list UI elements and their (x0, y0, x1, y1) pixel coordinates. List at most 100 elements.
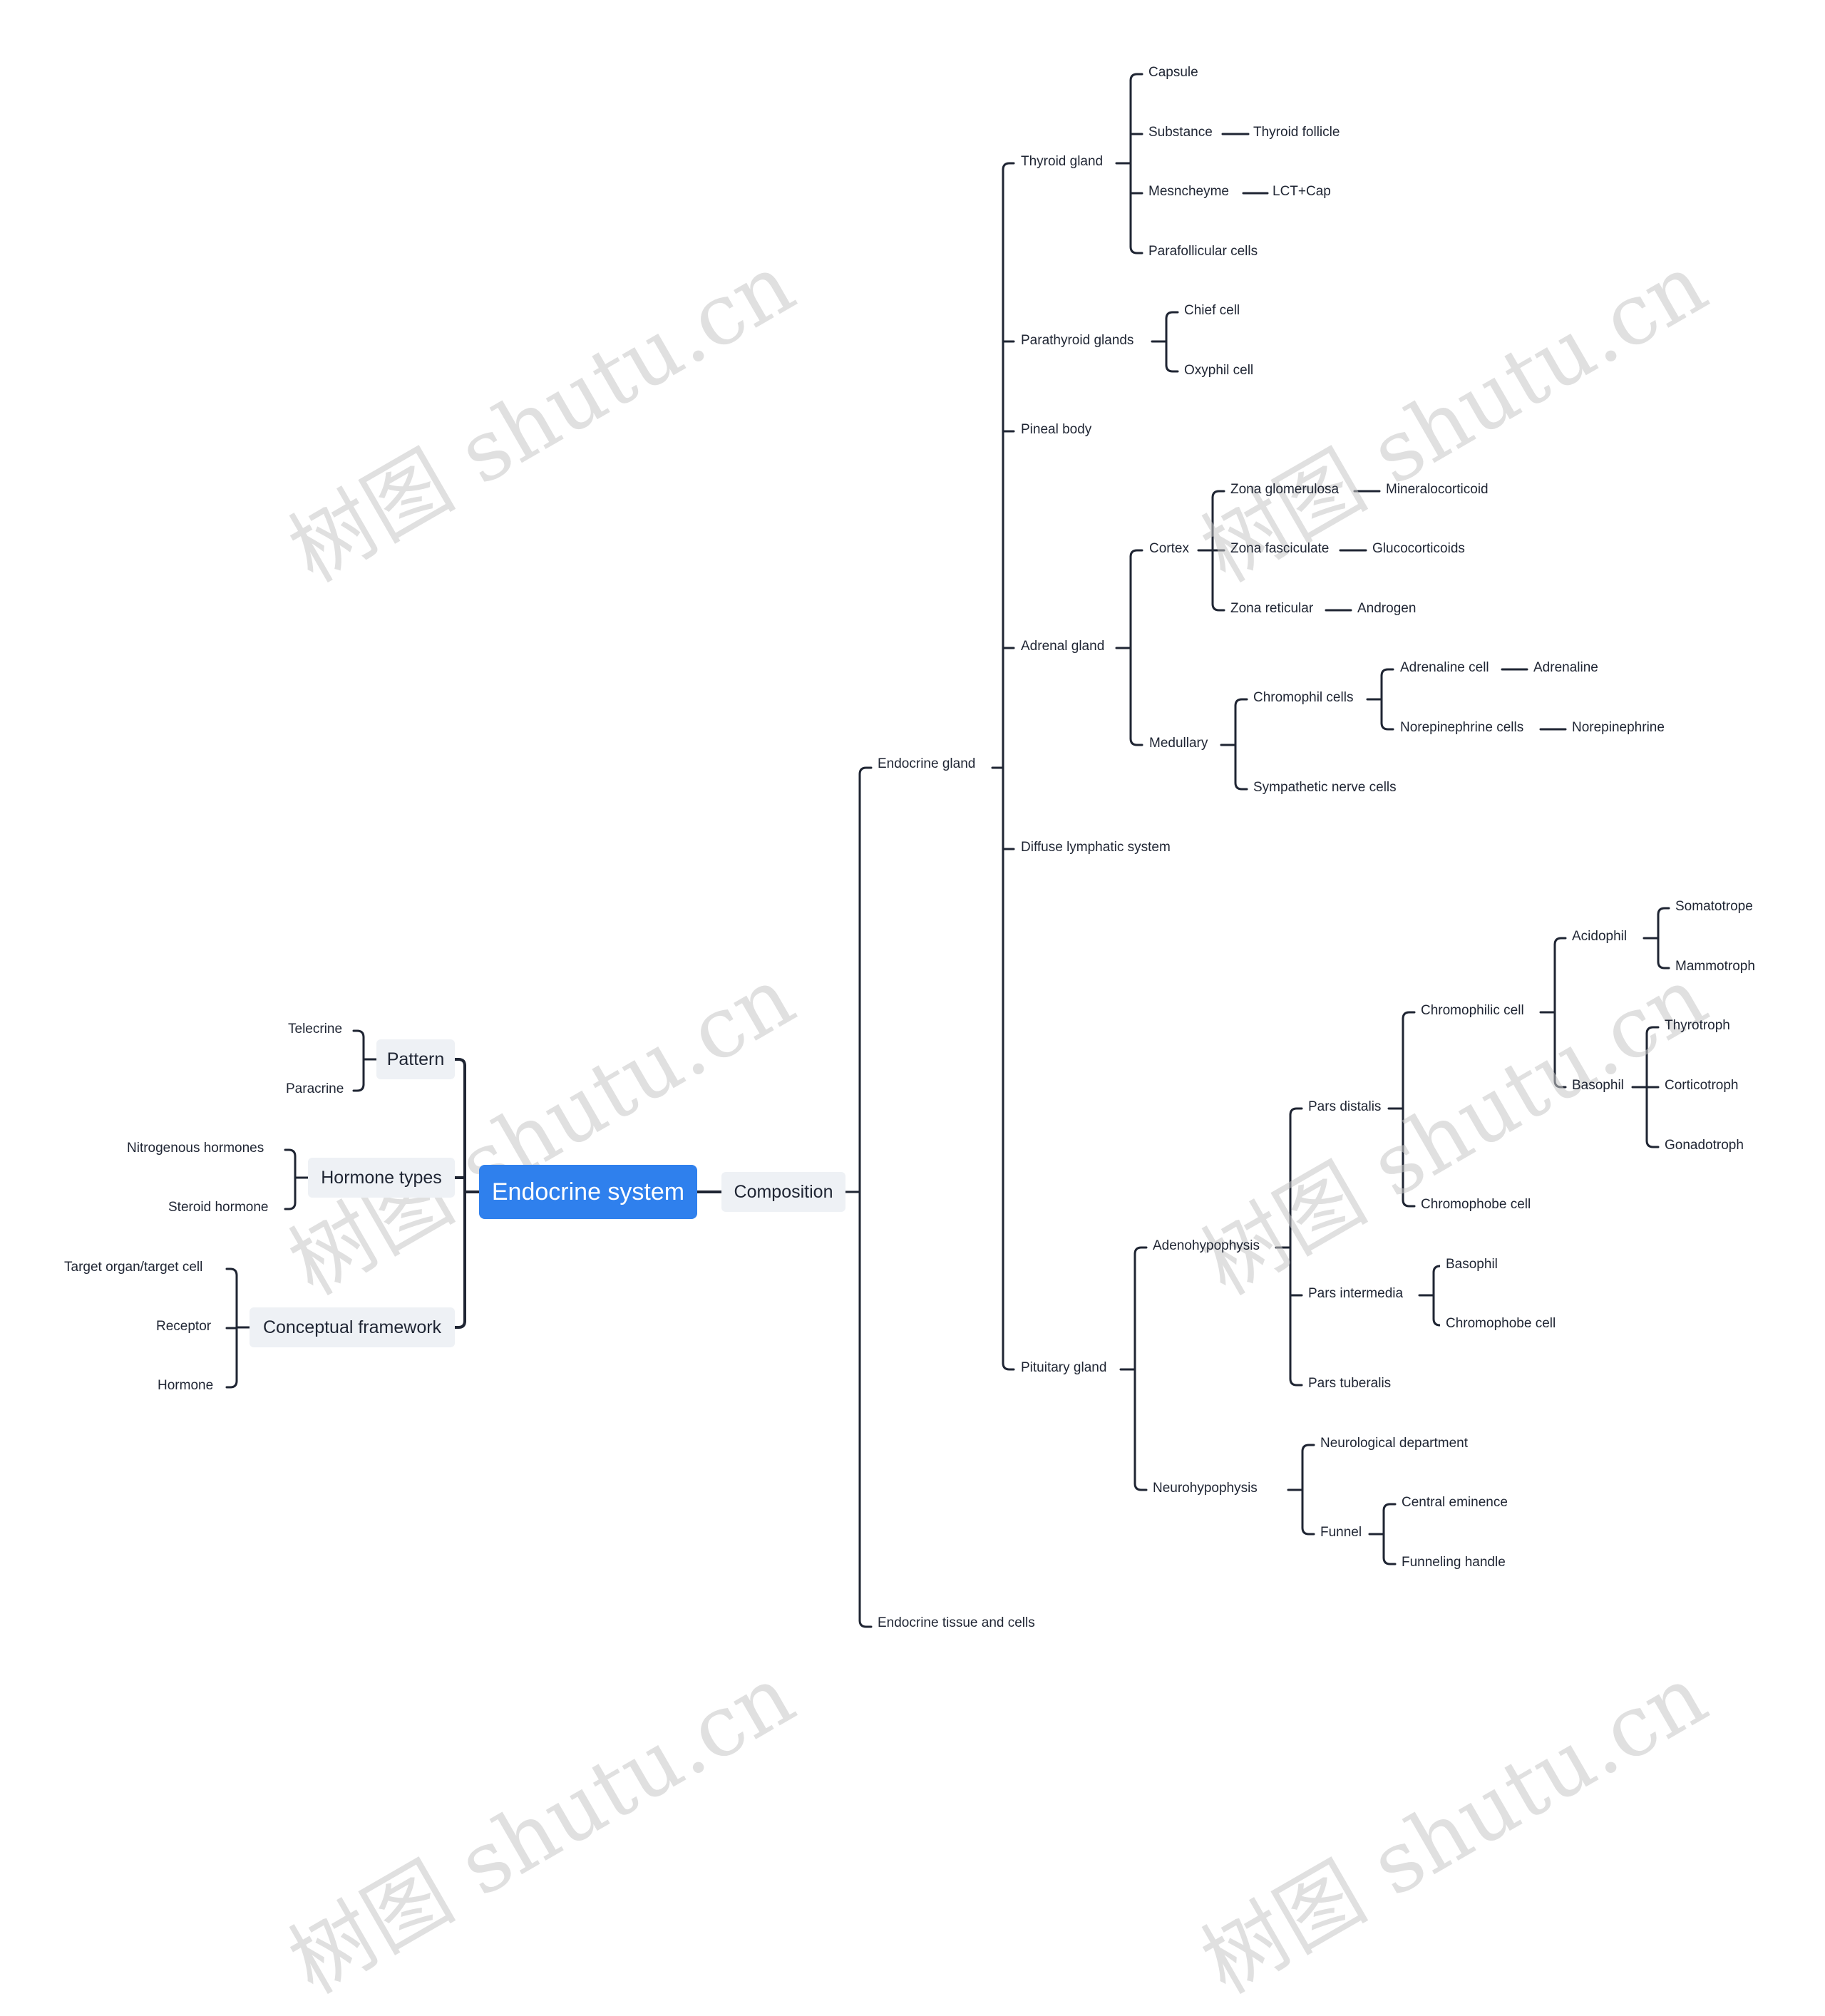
endocrine-tissue-node[interactable]: Endocrine tissue and cells (878, 1615, 1035, 1630)
telecrine-node[interactable]: Telecrine (288, 1022, 343, 1037)
medullary-node[interactable]: Medullary (1149, 736, 1208, 751)
connector-line (352, 1083, 365, 1092)
connector-line (1133, 1246, 1148, 1255)
connector-line (1301, 1444, 1315, 1453)
cortex-node[interactable]: Cortex (1149, 541, 1189, 556)
connector-line (1432, 1265, 1441, 1274)
glucocorticoids-node[interactable]: Glucocorticoids (1372, 541, 1465, 556)
connector-line (1402, 1011, 1416, 1020)
hormone-types-node[interactable]: Hormone types (308, 1158, 455, 1198)
thyrotroph-node[interactable]: Thyrotroph (1665, 1018, 1730, 1033)
mesncheyme-node[interactable]: Mesncheyme (1148, 184, 1229, 199)
conceptual-framework-node[interactable]: Conceptual framework (250, 1307, 455, 1347)
connector-line (1289, 1377, 1303, 1387)
zona-fasciculate-node[interactable]: Zona fasciculate (1230, 541, 1330, 556)
chromophil-cells-node[interactable]: Chromophil cells (1253, 690, 1354, 705)
pars-tuberalis-node[interactable]: Pars tuberalis (1308, 1376, 1392, 1391)
endocrine-gland-node[interactable]: Endocrine gland (878, 756, 976, 771)
connector-line (453, 1320, 466, 1329)
connector-line (1553, 937, 1567, 946)
connector-line (1002, 162, 1015, 171)
connector-line (284, 1201, 297, 1210)
oxyphil-cell-node[interactable]: Oxyphil cell (1184, 363, 1254, 378)
connector-line (1211, 490, 1225, 499)
connector-line (1657, 907, 1670, 916)
connector-line (1645, 1026, 1660, 1035)
connector-line (284, 1148, 297, 1158)
chief-cell-node[interactable]: Chief cell (1184, 303, 1240, 318)
chromophilic-cell-node[interactable]: Chromophilic cell (1421, 1003, 1524, 1018)
connector-line (352, 1029, 365, 1039)
connector-line (1129, 737, 1143, 746)
norepinephrine-cells-node[interactable]: Norepinephrine cells (1400, 720, 1524, 735)
parafollicular-cells-node[interactable]: Parafollicular cells (1148, 244, 1258, 259)
somatotrope-node[interactable]: Somatotrope (1675, 899, 1753, 914)
gonadotroph-node[interactable]: Gonadotroph (1665, 1138, 1744, 1153)
chromophobe-cell-node[interactable]: Chromophobe cell (1421, 1197, 1531, 1212)
pars-intermedia-node[interactable]: Pars intermedia (1308, 1286, 1404, 1301)
composition-node[interactable]: Composition (721, 1172, 845, 1212)
connector-line (1165, 364, 1179, 373)
substance-node[interactable]: Substance (1148, 125, 1213, 140)
connector-line (1432, 1317, 1441, 1327)
connector-line (1129, 549, 1143, 558)
connector-line (1165, 311, 1179, 320)
adrenaline-cell-node[interactable]: Adrenaline cell (1400, 660, 1489, 675)
connector-line (1380, 668, 1394, 677)
connector-line (453, 1058, 466, 1067)
connector-line (1657, 960, 1670, 970)
adrenaline-node[interactable]: Adrenaline (1533, 660, 1598, 675)
central-eminence-node[interactable]: Central eminence (1402, 1495, 1508, 1510)
androgen-node[interactable]: Androgen (1357, 601, 1417, 616)
connector-lines (225, 73, 1670, 1628)
capsule-node[interactable]: Capsule (1148, 65, 1198, 80)
connector-line (225, 1267, 238, 1277)
adenohypophysis-node[interactable]: Adenohypophysis (1153, 1238, 1260, 1253)
neurohypophysis-node[interactable]: Neurohypophysis (1153, 1481, 1258, 1496)
connector-line (1234, 781, 1248, 791)
mammotroph-node[interactable]: Mammotroph (1675, 959, 1755, 974)
acidophil-node[interactable]: Acidophil (1572, 929, 1628, 944)
hormone-node[interactable]: Hormone (158, 1378, 214, 1393)
neurological-department-node[interactable]: Neurological department (1320, 1436, 1469, 1451)
mineralocorticoid-node[interactable]: Mineralocorticoid (1386, 482, 1489, 497)
steroid-hormone-node[interactable]: Steroid hormone (168, 1200, 269, 1215)
connector-line (858, 766, 873, 776)
connector-line (1289, 1107, 1303, 1116)
receptor-node[interactable]: Receptor (156, 1319, 212, 1334)
pineal-body-node[interactable]: Pineal body (1021, 422, 1092, 437)
parathyroid-glands-node[interactable]: Parathyroid glands (1021, 333, 1134, 348)
pars-intermedia-basophil-node[interactable]: Basophil (1446, 1257, 1498, 1272)
connector-line (1211, 602, 1225, 612)
pars-distalis-node[interactable]: Pars distalis (1308, 1099, 1382, 1114)
thyroid-follicle-node[interactable]: Thyroid follicle (1253, 125, 1340, 140)
basophil-node[interactable]: Basophil (1572, 1078, 1624, 1093)
nitrogenous-hormones-node[interactable]: Nitrogenous hormones (127, 1141, 264, 1156)
lct-cap-node[interactable]: LCT+Cap (1273, 184, 1331, 199)
connector-line (1382, 1556, 1397, 1565)
pars-intermedia-chromophobe-node[interactable]: Chromophobe cell (1446, 1316, 1556, 1331)
funneling-handle-node[interactable]: Funneling handle (1402, 1555, 1506, 1570)
sympathetic-nerve-cells-node[interactable]: Sympathetic nerve cells (1253, 780, 1397, 795)
connector-line (1301, 1526, 1315, 1536)
zona-reticular-node[interactable]: Zona reticular (1230, 601, 1314, 616)
connector-line (858, 1619, 873, 1628)
pituitary-gland-node[interactable]: Pituitary gland (1021, 1360, 1107, 1375)
connector-line (1129, 245, 1143, 254)
diffuse-lymphatic-node[interactable]: Diffuse lymphatic system (1021, 840, 1171, 855)
corticotroph-node[interactable]: Corticotroph (1665, 1078, 1739, 1093)
adrenal-gland-node[interactable]: Adrenal gland (1021, 639, 1105, 654)
connector-line (1553, 1079, 1567, 1089)
zona-glomerulosa-node[interactable]: Zona glomerulosa (1230, 482, 1340, 497)
root-node[interactable]: Endocrine system (479, 1165, 697, 1219)
funnel-node[interactable]: Funnel (1320, 1525, 1362, 1540)
connector-line (1380, 721, 1394, 731)
connector-line (1234, 698, 1248, 707)
thyroid-gland-node[interactable]: Thyroid gland (1021, 154, 1104, 169)
paracrine-node[interactable]: Paracrine (286, 1081, 344, 1096)
target-organ-node[interactable]: Target organ/target cell (64, 1260, 203, 1275)
connector-line (225, 1379, 238, 1389)
connector-line (1129, 73, 1143, 82)
pattern-node[interactable]: Pattern (376, 1039, 455, 1079)
norepinephrine-node[interactable]: Norepinephrine (1572, 720, 1665, 735)
